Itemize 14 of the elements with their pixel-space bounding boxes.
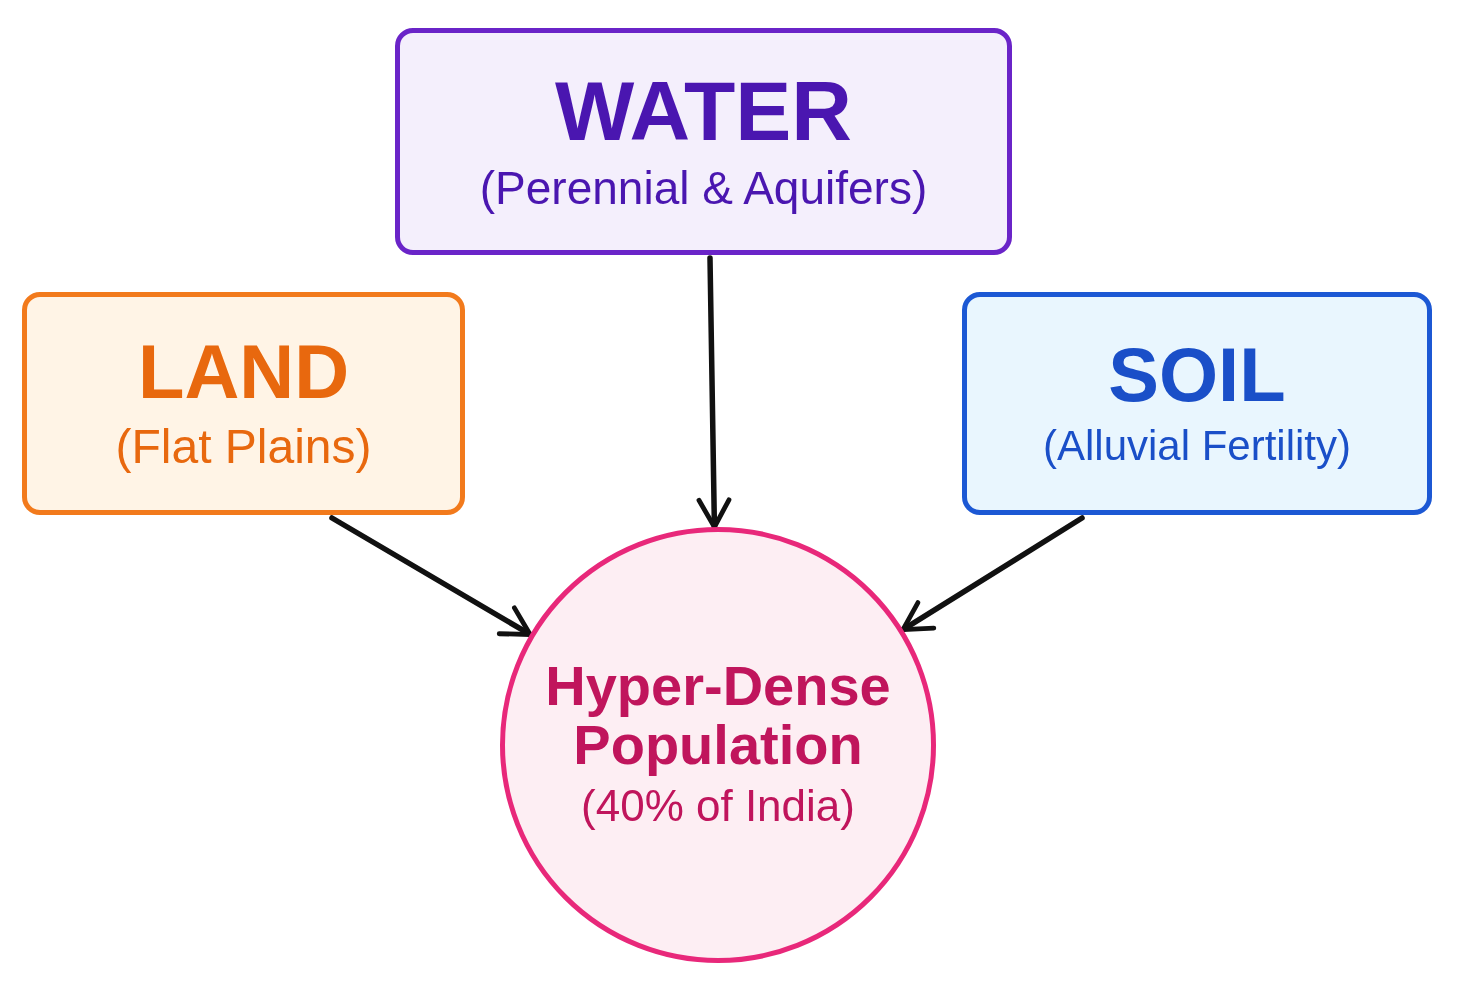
node-subtitle: (Alluvial Fertility)	[1043, 421, 1351, 472]
node-title: WATER	[554, 66, 853, 155]
node-title: SOIL	[1108, 335, 1286, 416]
node-subtitle: (40% of India)	[581, 780, 855, 833]
arrow	[696, 255, 732, 530]
node-title: LAND	[137, 331, 350, 412]
process-box	[22, 292, 465, 515]
node-subtitle: (Flat Plains)	[115, 418, 372, 475]
arrow	[329, 515, 533, 638]
process-box	[395, 28, 1012, 255]
node-subtitle: (Perennial & Aquifers)	[479, 161, 928, 216]
process-box	[962, 292, 1432, 515]
arrow	[900, 515, 1085, 633]
node-title: Hyper-Dense Population	[544, 656, 892, 775]
